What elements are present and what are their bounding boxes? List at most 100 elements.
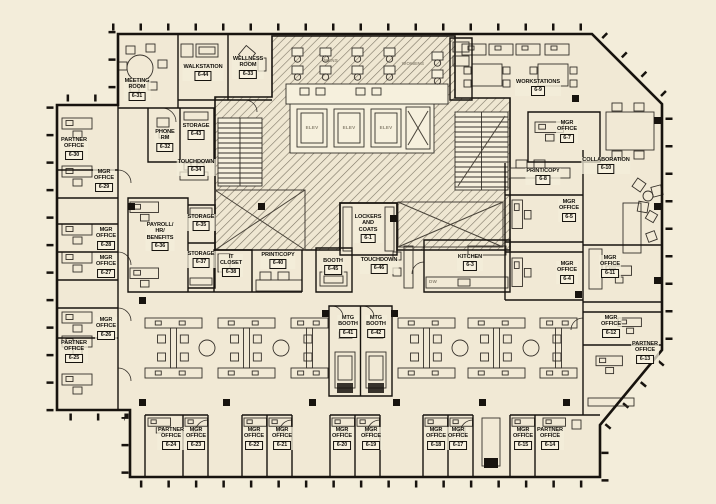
room-name: MGR: [275, 427, 289, 433]
room-name: OFFICE: [448, 433, 468, 440]
room-number: 6-41: [339, 328, 357, 338]
room-name: MGR: [560, 261, 574, 267]
room-number: 6-37: [192, 258, 210, 268]
room-name: MGR: [604, 315, 618, 321]
room-number: 6-18: [427, 440, 445, 450]
room-number: 6-38: [222, 267, 240, 277]
room-number: 6-42: [367, 328, 385, 338]
room-name: OFFICE: [601, 321, 621, 328]
room-number: 6-27: [97, 268, 115, 278]
room-number: 6-15: [514, 440, 532, 450]
room-name: OFFICE: [94, 175, 114, 182]
core-label-elev3: ELEV: [379, 125, 393, 130]
room-number: 6-31: [128, 91, 146, 101]
room-name: MGR: [364, 427, 378, 433]
room-name: MGR: [429, 427, 443, 433]
core-label-elev1: ELEV: [305, 125, 319, 130]
room-number: 6-23: [187, 440, 205, 450]
room-number: 6-36: [151, 241, 169, 252]
room-name: PARTNER: [632, 341, 658, 347]
room-name: MTG: [341, 315, 355, 321]
room-number: 6-24: [162, 440, 180, 450]
furniture-layer: [61, 41, 664, 468]
room-name: OFFICE: [161, 433, 181, 440]
room-name: PARTNER: [61, 340, 87, 346]
room-name: BOOTH: [323, 258, 343, 264]
room-name: STORAGE: [187, 251, 215, 257]
room-number: 6-33: [239, 69, 257, 79]
room-number: 6-34: [187, 166, 205, 176]
room-name: MGR: [562, 199, 576, 205]
room-number: 6-35: [192, 221, 210, 231]
room-name: ROOM: [128, 84, 146, 91]
room-name: OFFICE: [64, 143, 84, 150]
room-number: 6-40: [269, 259, 287, 269]
room-name: STORAGE: [182, 123, 210, 129]
room-name: PARTNER: [61, 137, 87, 143]
core-label-womens: WOMENS: [401, 61, 425, 66]
room-number: 6-1: [360, 233, 376, 244]
room-name: OFFICE: [426, 433, 446, 440]
room-number: 6-20: [333, 440, 351, 450]
room-name: IT: [228, 254, 234, 260]
room-name: PARTNER: [158, 427, 184, 433]
room-number: 6-25: [65, 353, 83, 363]
room-name: LOCKERS: [354, 214, 382, 220]
room-name: BOOTH: [366, 321, 386, 328]
room-name: OFFICE: [332, 433, 352, 440]
room-name: COLLABORATION: [582, 157, 630, 163]
room-name: OFFICE: [557, 267, 577, 274]
room-name: MGR: [516, 427, 530, 433]
room-name: STORAGE: [187, 214, 215, 220]
room-number: 6-44: [194, 71, 212, 81]
room-name: OFFICE: [96, 323, 116, 330]
room-name: PAYROLL/: [146, 222, 174, 228]
room-number: 6-7: [559, 133, 575, 143]
room-name: MGR: [560, 120, 574, 126]
room-name: OFFICE: [272, 433, 292, 440]
room-name: TOUCHDOWN: [360, 257, 398, 263]
exterior-wall: [55, 32, 664, 479]
room-number: 6-3: [462, 261, 478, 271]
room-name: RM: [160, 135, 170, 142]
room-name: OFFICE: [635, 347, 655, 354]
room-name: MGR: [99, 317, 113, 323]
room-number: 6-19: [362, 440, 380, 450]
room-number: 6-46: [370, 264, 388, 274]
room-name: OFFICE: [559, 205, 579, 212]
room-name: MGR: [451, 427, 465, 433]
room-name: WORKSTATIONS: [516, 79, 560, 85]
room-number: 6-21: [273, 440, 291, 450]
room-name: PRINT/COPY: [526, 168, 560, 174]
room-number: 6-26: [97, 330, 115, 340]
room-name: MGR: [97, 169, 111, 175]
room-name: ROOM: [239, 62, 257, 69]
room-name: BENEFITS: [146, 234, 174, 241]
room-number: 6-13: [636, 354, 654, 364]
room-name: TOUCHDOWN: [177, 159, 215, 165]
